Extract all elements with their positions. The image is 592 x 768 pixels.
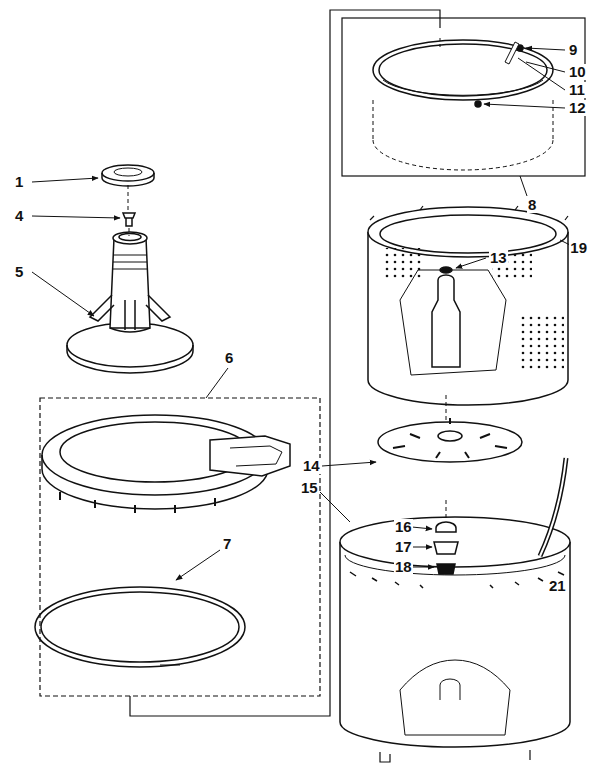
callout-number: 5	[14, 264, 24, 280]
callout-number: 9	[568, 42, 578, 58]
callout-number: 1	[14, 174, 24, 190]
callout-number: 7	[222, 536, 232, 552]
callout-number: 10	[568, 64, 587, 80]
callout-number: 12	[568, 100, 587, 116]
callout-number: 6	[224, 350, 234, 366]
callout-number: 14	[302, 458, 321, 474]
callout-number: 4	[14, 208, 24, 224]
callout-number: 8	[527, 197, 537, 213]
callout-number: 11	[568, 82, 586, 98]
callout-number: 17	[394, 539, 413, 555]
callout-number: 16	[394, 519, 413, 535]
callout-number: 18	[394, 559, 413, 575]
callout-number: 13	[489, 250, 508, 266]
callout-number: 21	[548, 578, 567, 594]
callout-number: 19	[569, 240, 588, 256]
callout-number: 15	[300, 480, 319, 496]
